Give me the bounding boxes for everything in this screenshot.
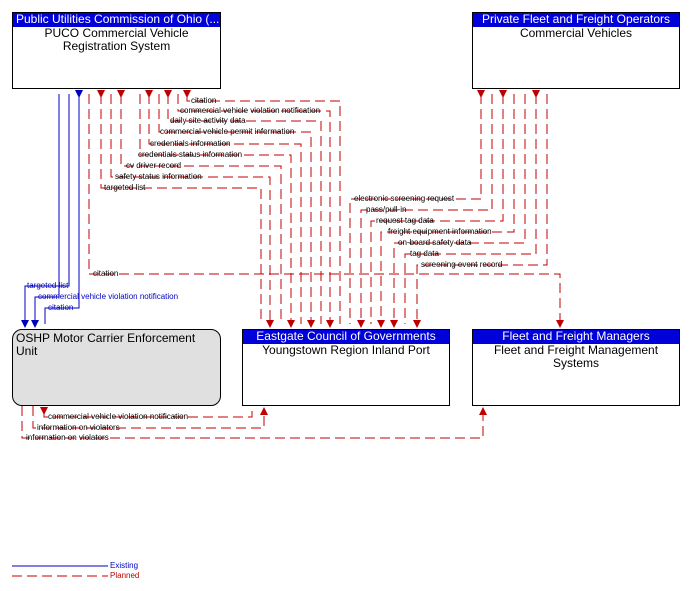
legend-planned: Planned — [110, 571, 139, 580]
flow-puco-eastgate-5 — [139, 94, 295, 328]
flow-puco-eastgate-7 — [110, 94, 274, 328]
label-puco-eastgate-6: cv driver record — [126, 161, 181, 170]
flow-cv-eastgate-2 — [370, 90, 507, 324]
label-puco-oshp-1: commercial vehicle violation notificatio… — [38, 292, 178, 301]
flow-puco-eastgate-1 — [177, 94, 334, 328]
label-puco-eastgate-2: daily site activity data — [170, 116, 246, 125]
flow-cv-eastgate-3 — [377, 94, 515, 328]
flow-cv-eastgate-5 — [404, 90, 540, 324]
label-oshp-eastgate-0: commercial vehicle violation notificatio… — [48, 412, 188, 421]
flow-cv-eastgate-4 — [390, 94, 526, 328]
label-puco-eastgate-4: credentials information — [150, 139, 230, 148]
label-cv-eastgate-4: on-board safety data — [398, 238, 472, 247]
label-oshp-fleet: information on violators — [26, 433, 109, 442]
fleet-management-node[interactable]: Fleet and Freight Managers Fleet and Fre… — [472, 329, 680, 406]
oshp-name: OSHP Motor Carrier Enforcement Unit — [16, 331, 196, 358]
private-fleet-header: Private Fleet and Freight Operators — [473, 13, 679, 27]
flow-puco-eastgate-4 — [145, 90, 302, 324]
flow-puco-eastgate-8 — [97, 90, 262, 324]
puco-name: PUCO Commercial Vehicle Registration Sys… — [44, 26, 189, 53]
label-cv-eastgate-0: electronic screening request — [354, 194, 455, 203]
flow-oshp-eastgate-1 — [32, 406, 268, 429]
flow-cv-eastgate-6 — [413, 94, 548, 328]
flow-puco-oshp-0 — [21, 94, 70, 328]
label-puco-oshp-0: targeted list — [27, 281, 69, 290]
inland-port-name: Youngstown Region Inland Port — [262, 343, 430, 357]
puco-header: Public Utilities Commission of Ohio (... — [13, 13, 220, 27]
flow-puco-eastgate-3 — [158, 94, 315, 328]
label-puco-eastgate-3: commercial vehicle permit information — [160, 127, 294, 136]
label-puco-fleet-citation: citation — [93, 269, 118, 278]
flow-puco-eastgate-0 — [183, 90, 341, 324]
label-cv-eastgate-5: tag data — [410, 249, 439, 258]
label-puco-eastgate-7: safety status information — [115, 172, 202, 181]
commercial-vehicles-node[interactable]: Private Fleet and Freight Operators Comm… — [472, 12, 680, 89]
flow-oshp-eastgate-0 — [40, 406, 253, 418]
puco-node[interactable]: Public Utilities Commission of Ohio (...… — [12, 12, 221, 89]
label-cv-eastgate-1: pass/pull-in — [366, 205, 406, 214]
label-cv-eastgate-3: freight equipment information — [388, 227, 492, 236]
eastgate-header: Eastgate Council of Governments — [243, 330, 449, 344]
flow-puco-oshp-2 — [44, 90, 83, 324]
label-cv-eastgate-2: request tag data — [376, 216, 434, 225]
label-puco-eastgate-8: targeted list — [104, 183, 146, 192]
flow-puco-oshp-1 — [31, 94, 60, 328]
label-puco-eastgate-0: citation — [191, 96, 216, 105]
fleet-managers-header: Fleet and Freight Managers — [473, 330, 679, 344]
oshp-node[interactable]: OSHP Motor Carrier Enforcement Unit — [12, 329, 221, 406]
fleet-management-name: Fleet and Freight Management Systems — [493, 343, 659, 370]
legend: Existing Planned — [12, 561, 139, 580]
flow-oshp-fleet — [21, 406, 487, 439]
flow-cv-eastgate-0 — [349, 90, 485, 324]
label-puco-eastgate-1: commercial vehicle violation notificatio… — [180, 106, 320, 115]
commercial-vehicles-name: Commercial Vehicles — [519, 26, 633, 40]
label-cv-eastgate-6: screening event record — [421, 260, 502, 269]
flow-puco-fleet-citation — [88, 94, 564, 328]
label-puco-eastgate-5: credentials status information — [138, 150, 242, 159]
legend-existing: Existing — [110, 561, 138, 570]
label-oshp-eastgate-1: information on violators — [37, 423, 120, 432]
flow-puco-eastgate-6 — [117, 90, 282, 324]
label-puco-oshp-2: citation — [48, 303, 73, 312]
inland-port-node[interactable]: Eastgate Council of Governments Youngsto… — [242, 329, 450, 406]
flow-cv-eastgate-1 — [357, 94, 493, 328]
